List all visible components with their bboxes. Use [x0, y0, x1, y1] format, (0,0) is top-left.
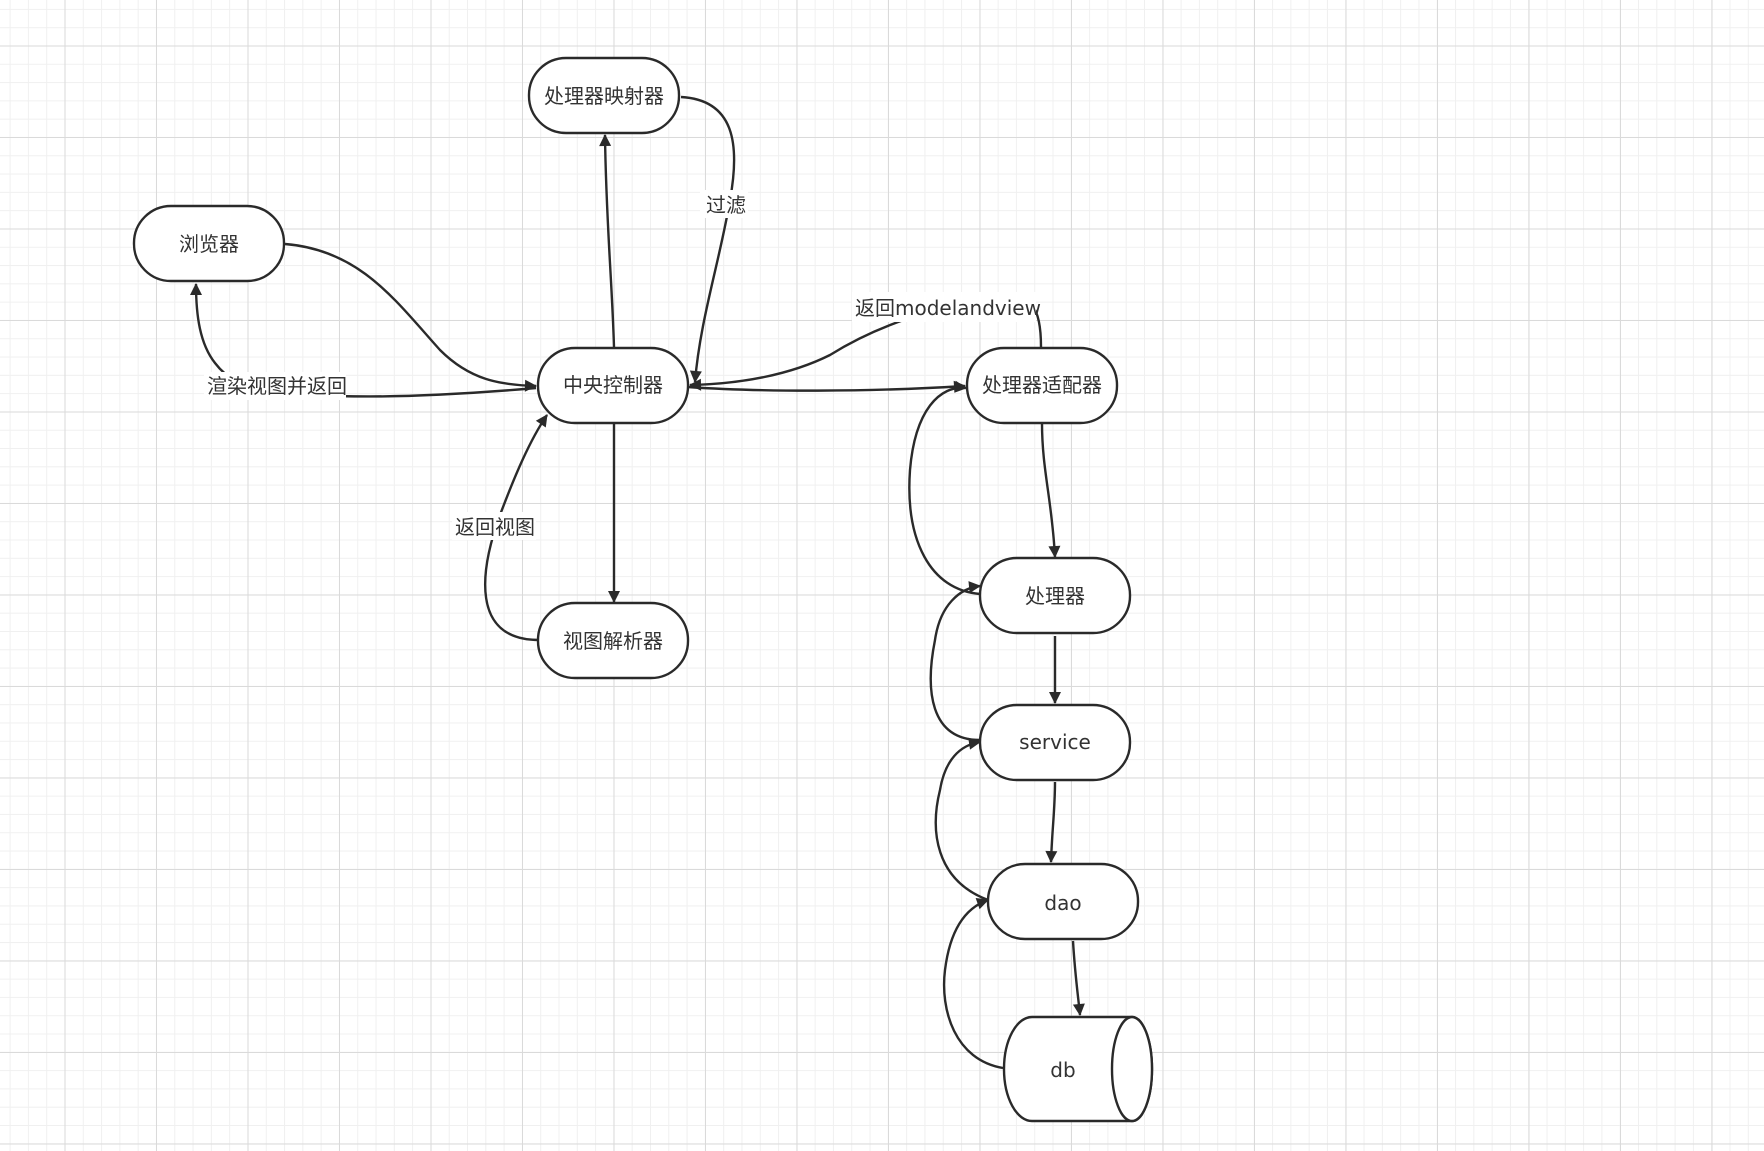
node-dao[interactable]: dao [986, 862, 1140, 941]
node-handler-label: 处理器 [1025, 584, 1085, 608]
edge-dao-to-db[interactable] [1071, 940, 1085, 1016]
node-central-controller[interactable]: 中央控制器 [536, 346, 690, 425]
svg-text:渲染视图并返回: 渲染视图并返回 [207, 374, 347, 398]
edge-browser-to-controller[interactable] [284, 242, 537, 392]
edge-label-return-view: 返回视图 [452, 512, 536, 540]
svg-text:返回modelandview: 返回modelandview [855, 296, 1041, 320]
edge-service-to-dao[interactable] [1045, 781, 1058, 863]
node-browser-label: 浏览器 [179, 232, 239, 256]
node-handler[interactable]: 处理器 [978, 556, 1132, 635]
node-service[interactable]: service [978, 703, 1132, 782]
node-service-label: service [1019, 730, 1091, 754]
edge-service-to-handler[interactable] [929, 581, 981, 742]
edge-adapter-to-handler[interactable] [1040, 422, 1061, 558]
svg-text:过滤: 过滤 [706, 193, 746, 217]
edge-handler-mapping-to-controller[interactable] [680, 95, 736, 383]
svg-text:返回视图: 返回视图 [455, 515, 535, 539]
node-view-resolver[interactable]: 视图解析器 [536, 601, 690, 680]
edge-dao-to-service[interactable] [934, 737, 989, 902]
node-handler-mapping[interactable]: 处理器映射器 [527, 56, 681, 135]
node-handler-mapping-label: 处理器映射器 [544, 84, 664, 108]
edge-db-to-dao[interactable] [942, 897, 1004, 1070]
edge-label-render-view-return: 渲染视图并返回 [204, 372, 347, 400]
node-dao-label: dao [1044, 891, 1081, 915]
edge-controller-to-handler-mapping[interactable] [599, 134, 616, 348]
edge-controller-to-adapter[interactable] [687, 380, 966, 393]
node-db-label: db [1050, 1058, 1075, 1082]
edge-handler-to-adapter[interactable] [908, 380, 981, 596]
node-db-cylinder[interactable]: db [1002, 1015, 1154, 1123]
node-view-resolver-label: 视图解析器 [563, 629, 663, 653]
edge-label-filter: 过滤 [700, 190, 748, 218]
node-handler-adapter[interactable]: 处理器适配器 [965, 346, 1119, 425]
edge-label-return-modelandview: 返回modelandview [852, 292, 1041, 322]
node-browser[interactable]: 浏览器 [132, 204, 286, 283]
node-central-controller-label: 中央控制器 [563, 373, 663, 397]
node-handler-adapter-label: 处理器适配器 [982, 373, 1102, 397]
